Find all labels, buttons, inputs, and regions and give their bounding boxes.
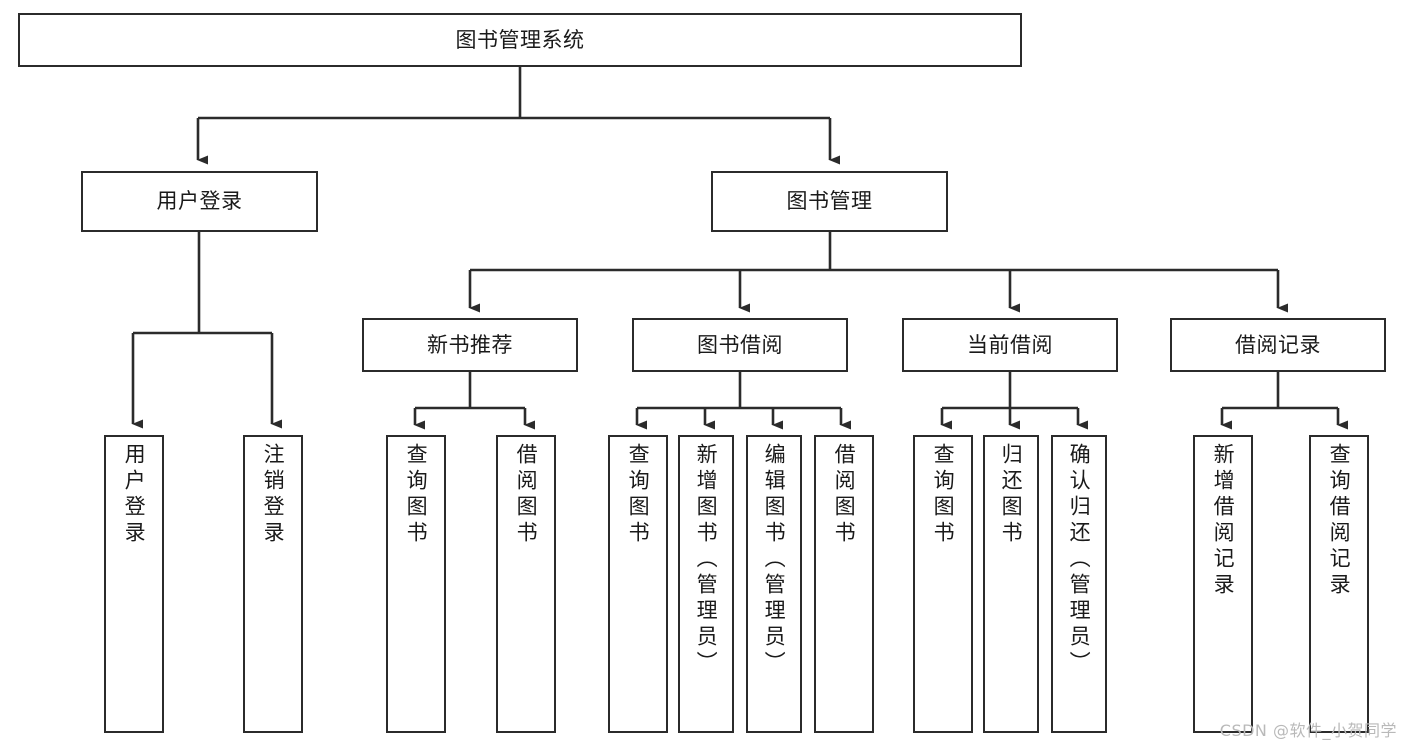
node-label: 图书借阅 <box>697 332 783 357</box>
node-current-borrow[interactable]: 当前借阅 <box>902 318 1118 372</box>
node-leaf-edit-book[interactable]: 编辑图书（管理员） <box>746 435 802 733</box>
node-label: 用户登录 <box>122 443 147 547</box>
node-label: 查询图书 <box>404 443 429 547</box>
node-label: 确认归还（管理员） <box>1067 443 1092 677</box>
node-label: 当前借阅 <box>967 332 1053 357</box>
node-new-book-recommend[interactable]: 新书推荐 <box>362 318 578 372</box>
node-label: 注销登录 <box>261 443 286 547</box>
node-leaf-user-login[interactable]: 用户登录 <box>104 435 164 733</box>
node-label: 编辑图书（管理员） <box>762 443 787 677</box>
node-leaf-query-book-2[interactable]: 查询图书 <box>608 435 668 733</box>
node-leaf-user-logout[interactable]: 注销登录 <box>243 435 303 733</box>
node-book-borrow[interactable]: 图书借阅 <box>632 318 848 372</box>
node-label: 用户登录 <box>156 189 243 214</box>
node-root-system[interactable]: 图书管理系统 <box>18 13 1022 67</box>
node-label: 图书管理系统 <box>455 27 585 52</box>
node-leaf-query-book-1[interactable]: 查询图书 <box>386 435 446 733</box>
node-leaf-borrow-book-2[interactable]: 借阅图书 <box>814 435 874 733</box>
node-leaf-query-book-3[interactable]: 查询图书 <box>913 435 973 733</box>
node-leaf-add-book[interactable]: 新增图书（管理员） <box>678 435 734 733</box>
node-leaf-return-book[interactable]: 归还图书 <box>983 435 1039 733</box>
node-label: 新书推荐 <box>427 332 513 357</box>
node-leaf-query-record[interactable]: 查询借阅记录 <box>1309 435 1369 733</box>
node-book-management[interactable]: 图书管理 <box>711 171 948 232</box>
node-leaf-borrow-book-1[interactable]: 借阅图书 <box>496 435 556 733</box>
node-label: 借阅记录 <box>1235 332 1321 357</box>
node-label: 新增借阅记录 <box>1211 443 1236 599</box>
node-label: 图书管理 <box>786 189 873 214</box>
node-label: 归还图书 <box>999 443 1024 547</box>
node-label: 查询借阅记录 <box>1327 443 1352 599</box>
node-label: 借阅图书 <box>832 443 857 547</box>
node-borrow-record[interactable]: 借阅记录 <box>1170 318 1386 372</box>
node-label: 新增图书（管理员） <box>694 443 719 677</box>
node-user-login[interactable]: 用户登录 <box>81 171 318 232</box>
node-label: 借阅图书 <box>514 443 539 547</box>
node-label: 查询图书 <box>626 443 651 547</box>
node-leaf-confirm-return[interactable]: 确认归还（管理员） <box>1051 435 1107 733</box>
node-label: 查询图书 <box>931 443 956 547</box>
node-leaf-add-record[interactable]: 新增借阅记录 <box>1193 435 1253 733</box>
